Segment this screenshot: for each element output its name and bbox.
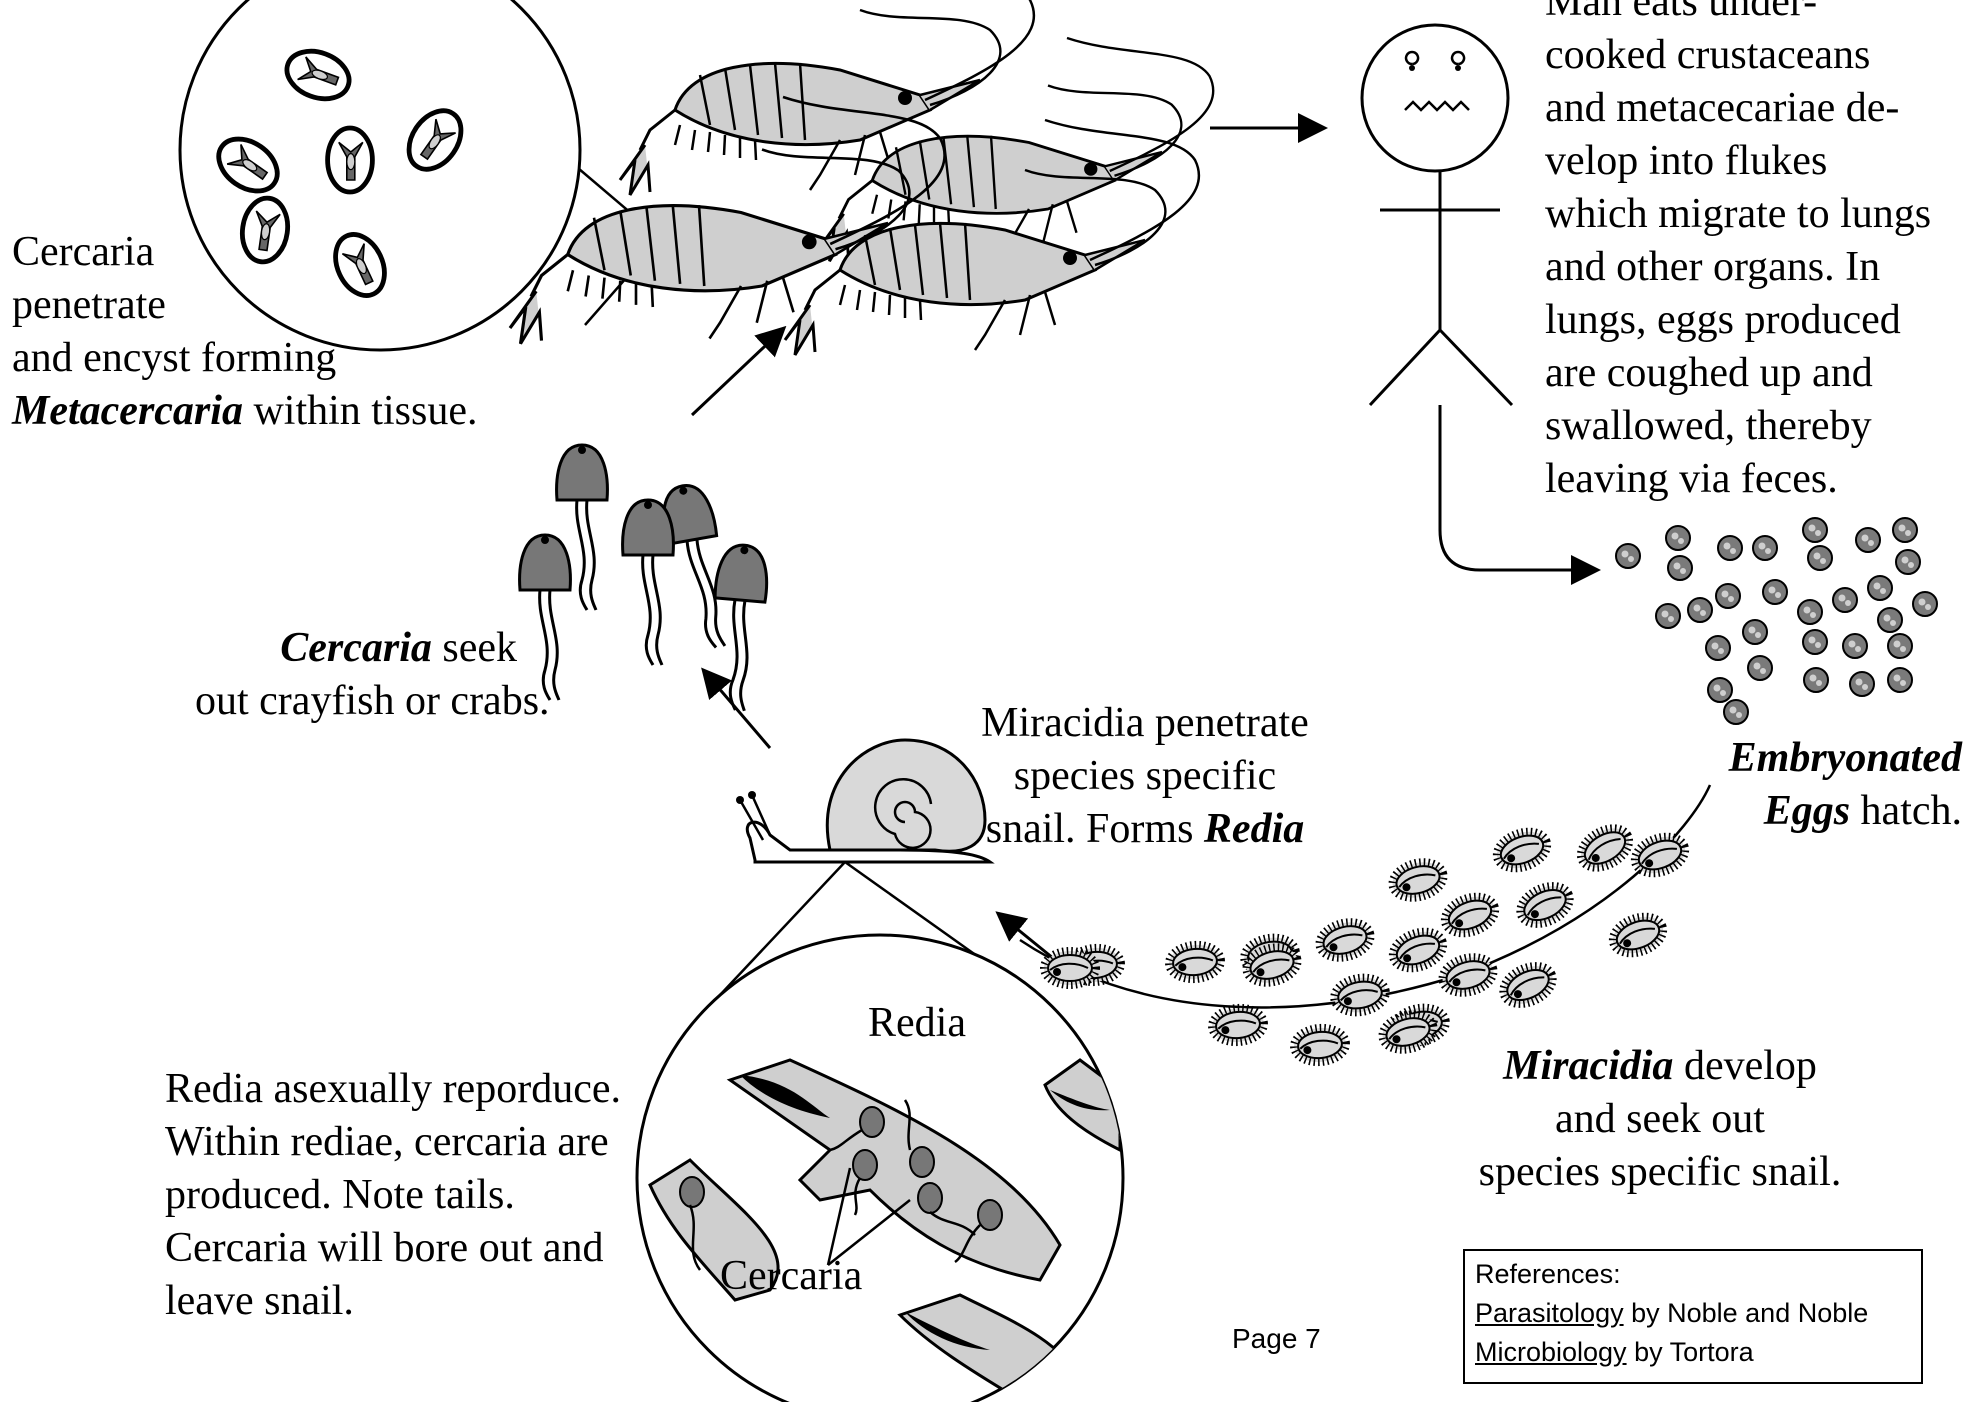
- caption-miracidia-penetrate: Miracidia penetrate species specific sna…: [955, 697, 1335, 856]
- caption-miracidia-develop: Miracidia develop and seek out species s…: [1450, 1040, 1870, 1199]
- caption-line: Within rediae, cercaria are: [165, 1116, 621, 1169]
- references-box: References: Parasitology by Noble and No…: [1463, 1249, 1923, 1384]
- caption-line: snail. Forms Redia: [955, 803, 1335, 856]
- caption-embryonated-eggs: Embryonated Eggs hatch.: [1650, 732, 1962, 838]
- man-stick-figure: [1362, 25, 1512, 405]
- shrimp-group: [510, 0, 1213, 355]
- caption-cercaria-seek: Cercaria seek out crayfish or crabs.: [195, 622, 517, 728]
- caption-line: and metacecariae de-: [1545, 82, 1931, 135]
- caption-line: and encyst forming: [12, 332, 477, 385]
- caption-text: seek: [432, 625, 517, 671]
- caption-redia-reproduce: Redia asexually reporduce. Within rediae…: [165, 1063, 621, 1328]
- caption-line: Embryonated: [1650, 732, 1962, 785]
- caption-line: species specific snail.: [1450, 1146, 1870, 1199]
- caption-line: cooked crustaceans: [1545, 29, 1931, 82]
- inset-label-redia: Redia: [868, 999, 966, 1047]
- caption-metacercaria: Cercaria penetrate and encyst forming Me…: [12, 226, 477, 438]
- caption-line: are coughed up and: [1545, 347, 1931, 400]
- term-eggs: Eggs: [1764, 788, 1850, 834]
- reference-title: Parasitology: [1475, 1298, 1624, 1328]
- reference-item: Parasitology by Noble and Noble: [1475, 1294, 1911, 1333]
- caption-text: hatch.: [1850, 788, 1962, 834]
- caption-line: Cercaria will bore out and: [165, 1222, 621, 1275]
- caption-line: Redia asexually reporduce.: [165, 1063, 621, 1116]
- caption-line: Miracidia develop: [1450, 1040, 1870, 1093]
- snail: [736, 740, 990, 862]
- caption-line: Cercaria: [12, 226, 477, 279]
- term-embryonated: Embryonated: [1729, 735, 1962, 781]
- caption-line: Metacercaria within tissue.: [12, 385, 477, 438]
- embryonated-eggs: [1616, 518, 1937, 724]
- caption-line: which migrate to lungs: [1545, 188, 1931, 241]
- caption-line: Miracidia penetrate: [955, 697, 1335, 750]
- caption-man-eats: Man eats under- cooked crustaceans and m…: [1545, 0, 1931, 506]
- term-redia: Redia: [1204, 806, 1304, 852]
- caption-text: snail. Forms: [986, 806, 1204, 852]
- reference-item: Microbiology by Tortora: [1475, 1333, 1911, 1372]
- caption-line: Man eats under-: [1545, 0, 1931, 29]
- reference-text: by Tortora: [1627, 1337, 1754, 1367]
- caption-text: within tissue.: [243, 388, 478, 434]
- term-cercaria: Cercaria: [280, 625, 432, 671]
- term-miracidia: Miracidia: [1503, 1043, 1673, 1089]
- caption-line: velop into flukes: [1545, 135, 1931, 188]
- page-number: Page 7: [1232, 1322, 1321, 1356]
- caption-line: leave snail.: [165, 1275, 621, 1328]
- caption-line: produced. Note tails.: [165, 1169, 621, 1222]
- caption-line: penetrate: [12, 279, 477, 332]
- caption-line: swallowed, thereby: [1545, 400, 1931, 453]
- caption-line: and seek out: [1450, 1093, 1870, 1146]
- references-heading: References:: [1475, 1255, 1911, 1294]
- reference-text: by Noble and Noble: [1624, 1298, 1869, 1328]
- inset-label-cercaria: Cercaria: [720, 1252, 862, 1300]
- caption-line: species specific: [955, 750, 1335, 803]
- caption-line: leaving via feces.: [1545, 453, 1931, 506]
- miracidia-swarm: [1044, 820, 1690, 1064]
- term-metacercaria: Metacercaria: [12, 388, 243, 434]
- reference-title: Microbiology: [1475, 1337, 1627, 1367]
- caption-line: and other organs. In: [1545, 241, 1931, 294]
- caption-line: out crayfish or crabs.: [195, 675, 517, 728]
- caption-text: develop: [1673, 1043, 1816, 1089]
- caption-line: lungs, eggs produced: [1545, 294, 1931, 347]
- caption-line: Eggs hatch.: [1650, 785, 1962, 838]
- free-cercariae: [520, 445, 771, 712]
- caption-line: Cercaria seek: [195, 622, 517, 675]
